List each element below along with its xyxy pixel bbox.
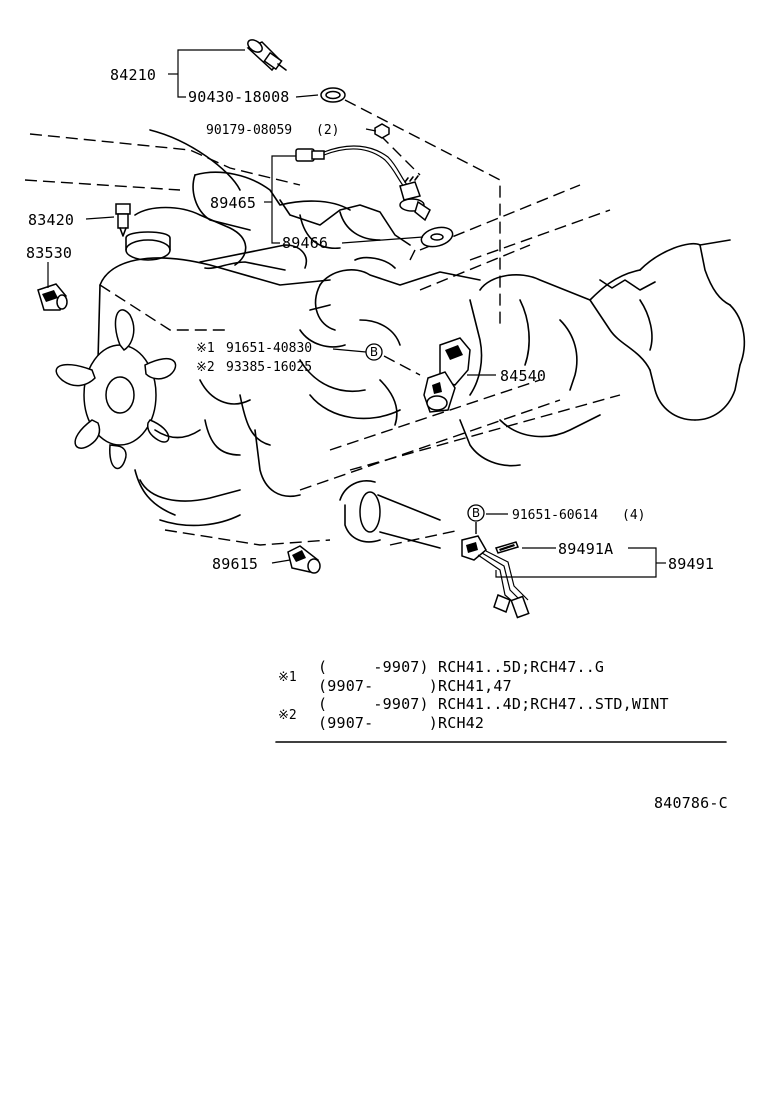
badge-b-upper: B <box>365 343 383 361</box>
note-row-2-range: (9907- ) <box>318 677 438 695</box>
badge-b-lower: B <box>467 504 485 522</box>
label-84210[interactable]: 84210 <box>110 66 156 84</box>
label-89615[interactable]: 89615 <box>212 555 258 573</box>
label-91651-60614-qty: (4) <box>622 508 645 523</box>
label-89491[interactable]: 89491 <box>668 555 714 573</box>
note-row-3-mark: ※2 <box>278 708 297 723</box>
label-93385-16025[interactable]: 93385-16025 <box>226 360 312 375</box>
oxygen-sensor-part[interactable] <box>295 145 431 222</box>
sender-gauge-part[interactable] <box>37 283 68 311</box>
label-89466[interactable]: 89466 <box>282 234 328 252</box>
sensor-gasket-part[interactable] <box>419 224 455 250</box>
oil-pressure-switch-part[interactable] <box>246 37 287 72</box>
note-row-1-mark: ※1 <box>278 670 297 685</box>
label-90179-qty: (2) <box>316 123 339 138</box>
diagram-id: 840786-C <box>654 794 728 812</box>
nut-part[interactable] <box>374 123 390 139</box>
label-91651-40830[interactable]: 91651-40830 <box>226 341 312 356</box>
callout-labels: 84210 90430-18008 90179-08059 (2) 89465 … <box>26 66 714 573</box>
applicability-notes: ※1 ( -9907) RCH41..5D;RCH47..G (9907- ) … <box>275 658 727 743</box>
gasket-ring-part[interactable] <box>320 87 346 103</box>
note-row-3-models: RCH41..4D;RCH47..STD,WINT <box>438 695 669 713</box>
label-89491A[interactable]: 89491A <box>558 540 613 558</box>
temp-sender-part[interactable] <box>115 203 131 237</box>
label-83420[interactable]: 83420 <box>28 211 74 229</box>
speed-sensor-part[interactable] <box>287 545 321 574</box>
callout-leaders <box>47 49 666 578</box>
label-83530[interactable]: 83530 <box>26 244 72 262</box>
note-row-2-models: RCH41,47 <box>438 677 512 695</box>
note-row-4-range: (9907- ) <box>318 714 438 732</box>
engine-assembly-illustration <box>24 129 746 549</box>
note-row-3-range: ( -9907) <box>318 695 429 713</box>
badge-b-lower-text: B <box>472 506 480 520</box>
note-row-1-models: RCH41..5D;RCH47..G <box>438 658 604 676</box>
label-91651-60614[interactable]: 91651-60614 <box>512 508 598 523</box>
reference-lines <box>344 99 501 325</box>
badge-b-upper-text: B <box>370 345 378 359</box>
cooling-fan-illustration <box>55 309 177 470</box>
label-89465[interactable]: 89465 <box>210 194 256 212</box>
neutral-start-switch-part[interactable] <box>423 337 471 413</box>
label-90179-08059[interactable]: 90179-08059 <box>206 123 292 138</box>
label-note2-mark: ※2 <box>196 360 215 375</box>
note-row-1-range: ( -9907) <box>318 658 429 676</box>
label-84540[interactable]: 84540 <box>500 367 546 385</box>
label-note1-mark: ※1 <box>196 341 215 356</box>
note-row-4-models: RCH42 <box>438 714 484 732</box>
speed-sensor-harness-part[interactable] <box>461 535 530 619</box>
label-90430-18008[interactable]: 90430-18008 <box>188 88 290 106</box>
